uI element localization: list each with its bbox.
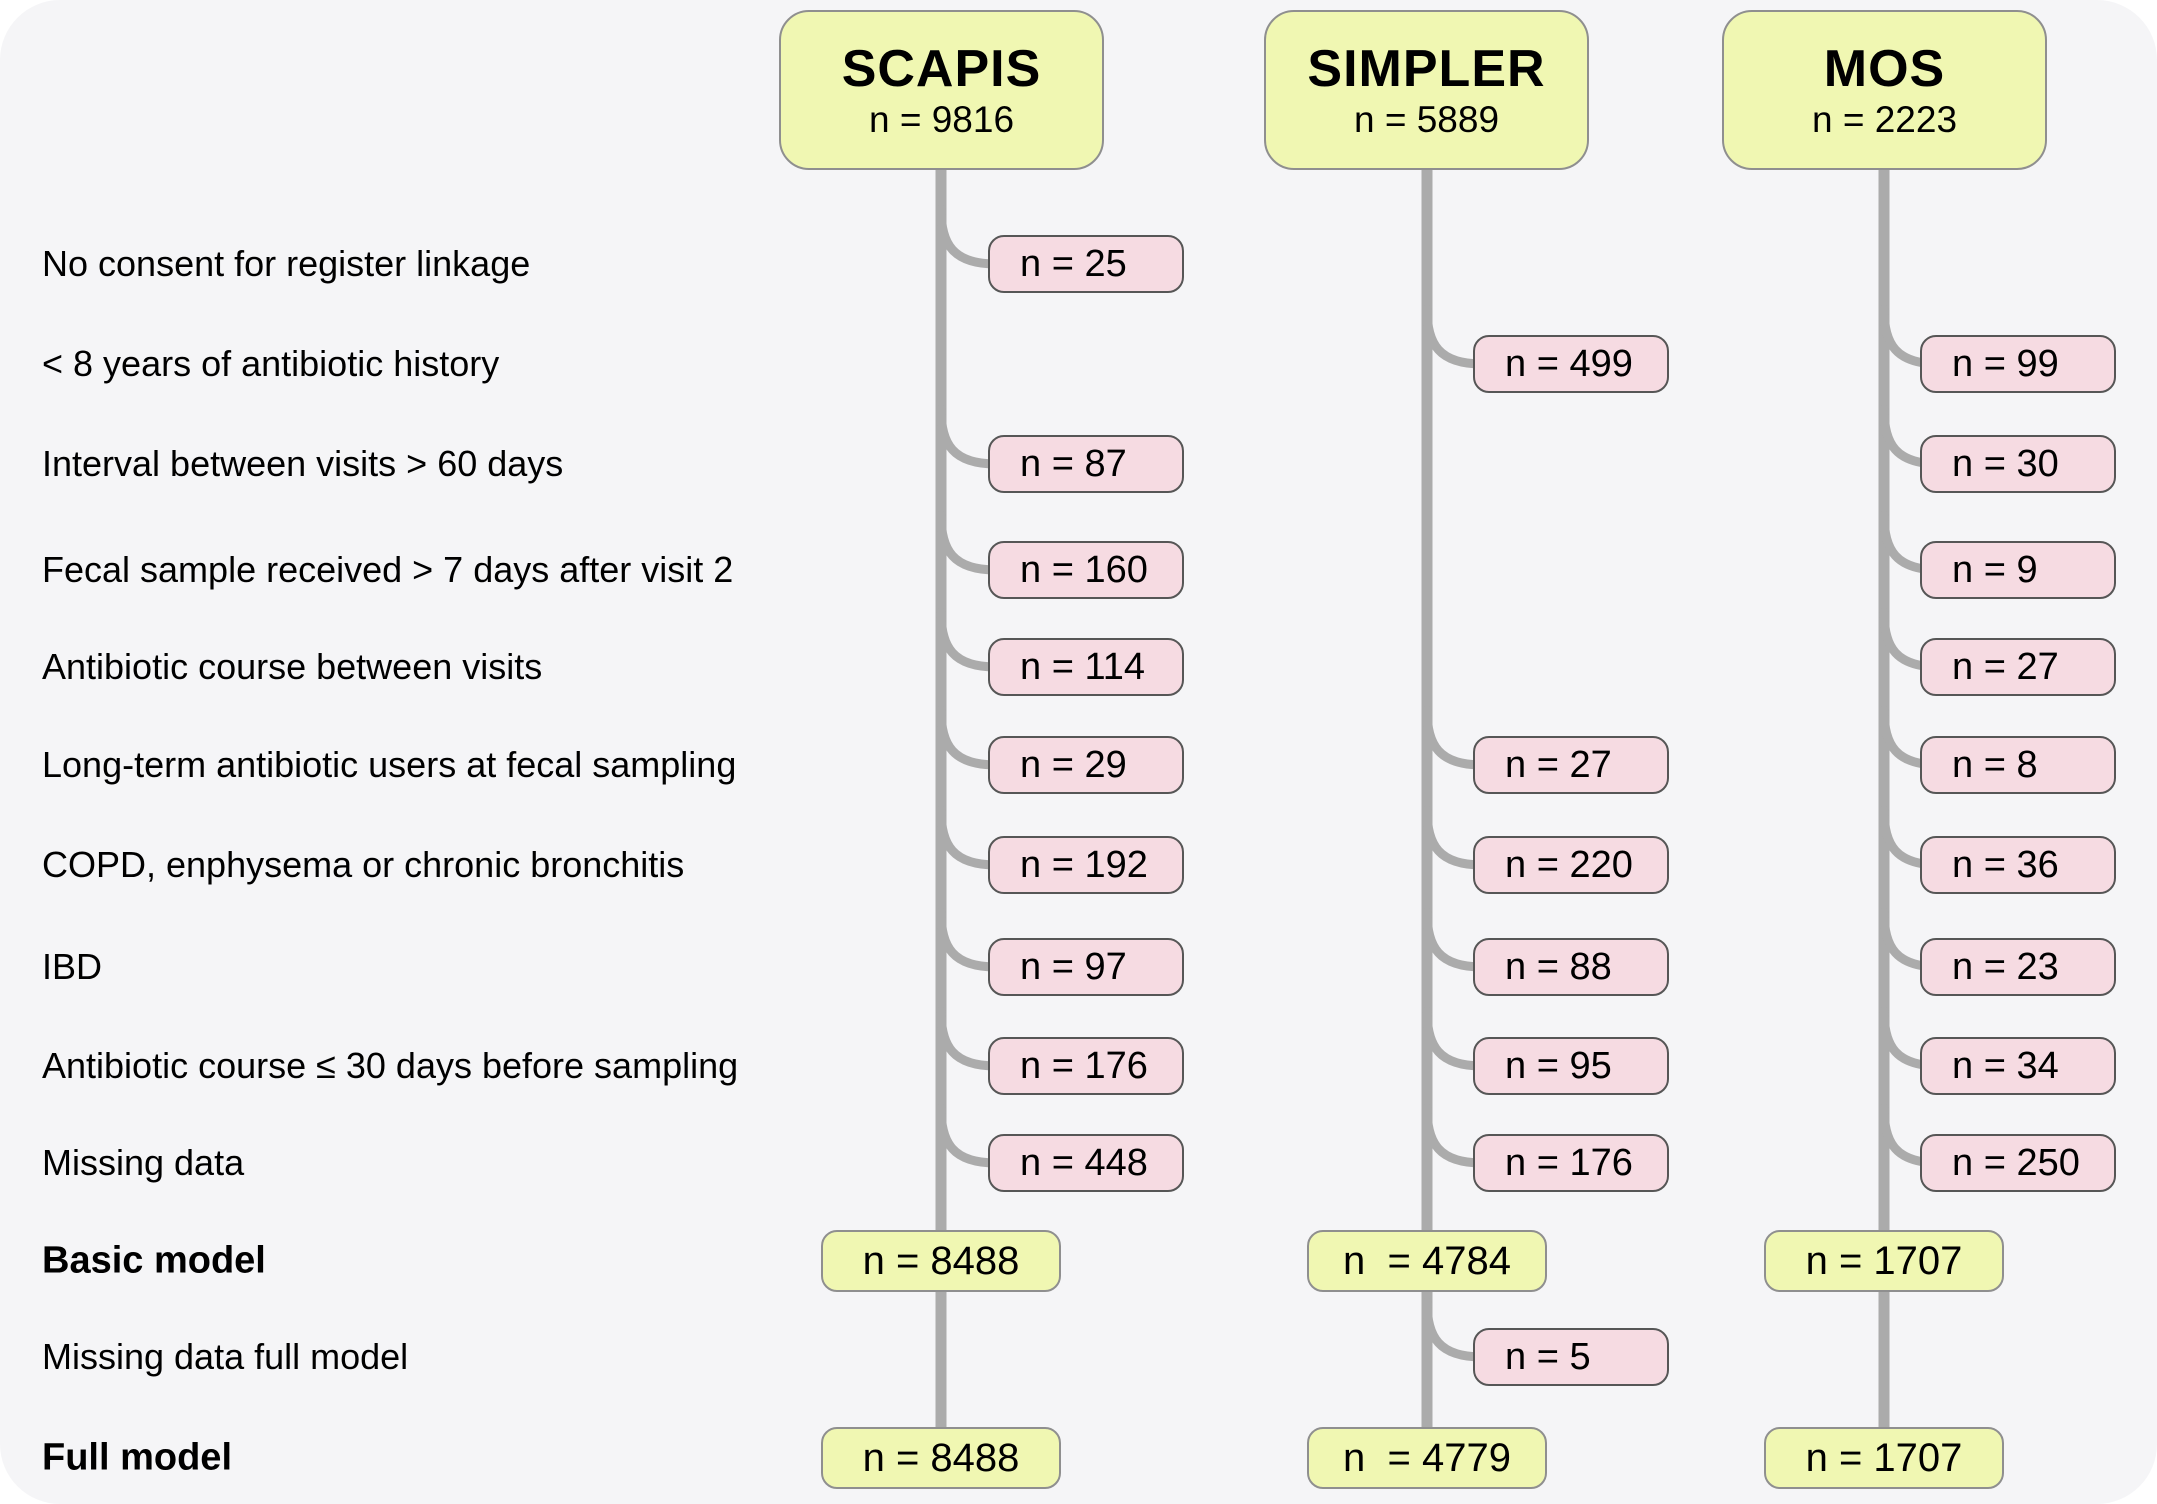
cohort-n-label: n = 2223 (1811, 98, 1958, 140)
exclusion-count-box-simpler: n = 27 (1473, 736, 1669, 794)
exclusion-label: Missing data (42, 1142, 245, 1183)
exclusion-count-box-simpler: n = 88 (1473, 938, 1669, 996)
cohort-n-label: n = 9816 (868, 98, 1015, 140)
exclusion-count-box-scapis: n = 97 (988, 938, 1184, 996)
exclusion-count-box-simpler: n = 499 (1473, 335, 1669, 393)
exclusion-connector (936, 907, 1001, 972)
exclusion-label: IBD (42, 946, 103, 987)
model-count-box-scapis: n = 8488 (821, 1230, 1061, 1292)
model-count-box-mos: n = 1707 (1764, 1427, 2004, 1489)
exclusion-label: Antibiotic course between visits (42, 646, 543, 687)
cohort-title: SIMPLER (1307, 39, 1546, 98)
model-count-box-scapis: n = 8488 (821, 1427, 1061, 1489)
exclusion-count-box-simpler: n = 220 (1473, 836, 1669, 894)
exclusion-label: COPD, enphysema or chronic bronchitis (42, 844, 685, 885)
cohort-header-scapis: SCAPIS n = 9816 (779, 10, 1104, 170)
exclusion-connector (936, 404, 1001, 469)
model-count-box-simpler: n = 4784 (1307, 1230, 1547, 1292)
exclusion-count-box-scapis: n = 160 (988, 541, 1184, 599)
model-label: Basic model (42, 1239, 266, 1282)
exclusion-label: Fecal sample received > 7 days after vis… (42, 549, 734, 590)
exclusion-count-box-scapis: n = 87 (988, 435, 1184, 493)
exclusion-count-box-mos: n = 250 (1920, 1134, 2116, 1192)
exclusion-count-box-scapis: n = 25 (988, 235, 1184, 293)
cohort-title: MOS (1823, 39, 1946, 98)
exclusion-connector (936, 705, 1001, 770)
exclusion-label: Antibiotic course ≤ 30 days before sampl… (42, 1045, 739, 1086)
exclusion-count-box-scapis: n = 448 (988, 1134, 1184, 1192)
model-count-box-simpler: n = 4779 (1307, 1427, 1547, 1489)
exclusion-connector (936, 1103, 1001, 1168)
exclusion-count-box-mos: n = 99 (1920, 335, 2116, 393)
cohort-header-mos: MOS n = 2223 (1722, 10, 2047, 170)
model-label: Missing data full model (42, 1336, 409, 1377)
exclusion-count-box-mos: n = 27 (1920, 638, 2116, 696)
exclusion-count-box-scapis: n = 192 (988, 836, 1184, 894)
exclusion-connector (936, 204, 1001, 269)
exclusion-label: No consent for register linkage (42, 243, 531, 284)
exclusion-connector (936, 607, 1001, 672)
exclusion-label: Interval between visits > 60 days (42, 443, 564, 484)
exclusion-count-box-scapis: n = 114 (988, 638, 1184, 696)
exclusion-count-box-mos: n = 30 (1920, 435, 2116, 493)
exclusion-connector (936, 510, 1001, 575)
exclusion-count-box-mos: n = 36 (1920, 836, 2116, 894)
exclusion-connector (936, 1006, 1001, 1071)
exclusion-count-box-mos: n = 34 (1920, 1037, 2116, 1095)
exclusion-connector (936, 805, 1001, 870)
exclusion-count-box-scapis: n = 29 (988, 736, 1184, 794)
exclusion-count-box-scapis: n = 176 (988, 1037, 1184, 1095)
model-count-box-mos: n = 1707 (1764, 1230, 2004, 1292)
cohort-title: SCAPIS (841, 39, 1042, 98)
exclusion-count-box-mos: n = 9 (1920, 541, 2116, 599)
exclusion-label: Long-term antibiotic users at fecal samp… (42, 744, 737, 785)
model-label: Full model (42, 1436, 232, 1479)
exclusion-count-box-mos: n = 8 (1920, 736, 2116, 794)
exclusion-count-box-simpler: n = 176 (1473, 1134, 1669, 1192)
exclusion-label: < 8 years of antibiotic history (42, 343, 500, 384)
cohort-n-label: n = 5889 (1353, 98, 1500, 140)
exclusion-count-box-simpler: n = 95 (1473, 1037, 1669, 1095)
exclusion-count-box-mos: n = 23 (1920, 938, 2116, 996)
cohort-header-simpler: SIMPLER n = 5889 (1264, 10, 1589, 170)
exclusion-count-box-simpler: n = 5 (1473, 1328, 1669, 1386)
